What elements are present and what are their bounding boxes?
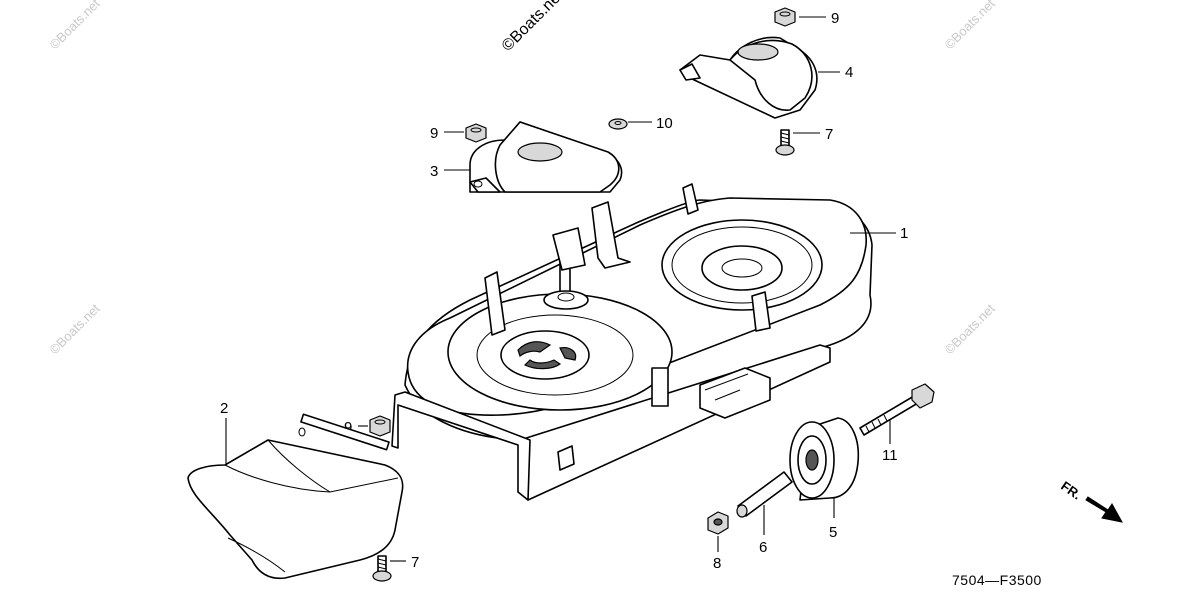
pulley-cover-part-4: 4 <box>679 36 853 119</box>
callout-5: 5 <box>829 524 837 541</box>
discharge-guard-part-2: 2 <box>187 400 404 580</box>
direction-label: FR. <box>1058 478 1084 502</box>
watermark: ©Boats.net <box>47 301 103 357</box>
roller-part-5: 5 <box>789 417 860 541</box>
callout-2: 2 <box>220 400 228 417</box>
callout-7-top: 7 <box>825 126 833 143</box>
bolt-part-7-bottom: 7 <box>372 554 419 582</box>
callout-9-top: 9 <box>831 10 839 27</box>
callout-4: 4 <box>845 64 853 81</box>
figure-code: 7504—F3500 <box>952 572 1042 588</box>
pulley-cover-part-3: 3 <box>430 121 623 193</box>
nut-part-8: 8 <box>707 511 729 572</box>
washer-part-10: 10 <box>608 115 673 132</box>
callout-6: 6 <box>759 539 767 556</box>
callout-9-bottom: 9 <box>344 419 352 436</box>
front-direction-indicator: FR. <box>1058 478 1123 523</box>
front-arrow-icon <box>1085 496 1123 523</box>
callout-8: 8 <box>713 555 721 572</box>
watermark: ©Boats.net <box>499 0 568 55</box>
callout-1: 1 <box>900 225 908 242</box>
callout-3: 3 <box>430 163 438 180</box>
nut-part-9-bottom: 9 <box>344 415 391 437</box>
callout-10: 10 <box>656 115 673 132</box>
callout-7-bottom: 7 <box>411 554 419 571</box>
watermark: ©Boats.net <box>942 0 998 52</box>
spacer-part-6: 6 <box>736 471 793 556</box>
mower-deck-part-1: 1 <box>391 183 908 501</box>
callout-11: 11 <box>882 447 898 464</box>
bolt-part-11: 11 <box>859 383 935 464</box>
nut-part-9-left: 9 <box>430 123 487 143</box>
nut-part-9-top: 9 <box>774 7 839 27</box>
watermark: ©Boats.net <box>942 301 998 357</box>
bolt-part-7-top: 7 <box>775 126 833 156</box>
watermark: ©Boats.net <box>47 0 103 52</box>
callout-9-left: 9 <box>430 125 438 142</box>
